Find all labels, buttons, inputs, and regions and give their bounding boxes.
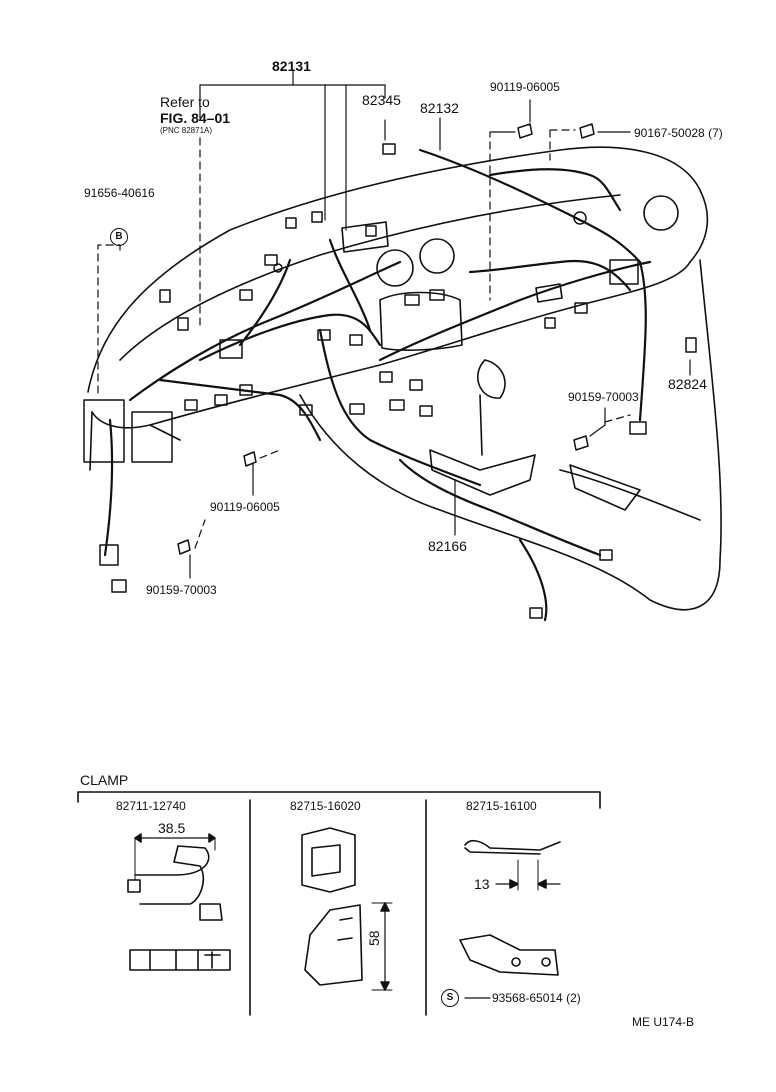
label-82131: 82131	[272, 58, 311, 74]
clamp-bracket	[77, 791, 601, 809]
s-marker-icon: S	[441, 989, 459, 1007]
footer-code: ME U174-B	[632, 1015, 695, 1029]
label-90159-left: 90159-70003	[146, 583, 217, 597]
wire-harness	[103, 148, 652, 622]
b-marker-icon: B	[110, 228, 128, 246]
leader-lines	[97, 69, 691, 579]
clamp1-dim: 38.5	[158, 820, 186, 836]
clamp1-part: 82711-12740	[116, 799, 186, 813]
clamp2-dim: 58	[366, 930, 382, 946]
refer-line3: (PNC 82871A)	[160, 126, 213, 135]
dashboard-outline	[87, 146, 722, 611]
clamp3-dim: 13	[474, 876, 490, 892]
label-90159-right: 90159-70003	[568, 390, 639, 404]
fasteners	[177, 123, 595, 555]
clamp-82715-16100	[459, 839, 561, 999]
label-82132: 82132	[420, 100, 459, 116]
label-91656: 91656-40616	[84, 186, 155, 200]
clamp2-part: 82715-16020	[290, 799, 361, 813]
refer-line1: Refer to	[160, 94, 210, 110]
label-82824: 82824	[668, 376, 707, 392]
clamp-title: CLAMP	[80, 772, 129, 788]
clamp3-note: 93568-65014 (2)	[492, 991, 581, 1005]
refer-line2: FIG. 84–01	[160, 110, 231, 126]
connectors	[83, 143, 697, 619]
label-90119-top: 90119-06005	[490, 80, 560, 94]
label-90167: 90167-50028 (7)	[634, 126, 723, 140]
label-82166: 82166	[428, 538, 467, 554]
clamp-82711-12740	[127, 833, 231, 971]
clamp3-part: 82715-16100	[466, 799, 537, 813]
label-90119-mid: 90119-06005	[210, 500, 280, 514]
clamp-82715-16020	[301, 827, 393, 991]
label-82345: 82345	[362, 92, 401, 108]
